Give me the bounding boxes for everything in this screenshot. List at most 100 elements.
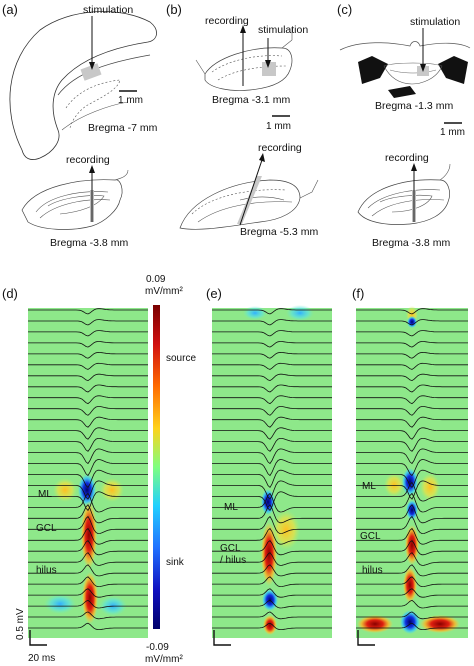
brain-outline (9, 11, 157, 160)
lfp-trace (212, 351, 332, 359)
lfp-trace (356, 588, 468, 598)
lfp-trace (28, 576, 148, 588)
lfp-trace (212, 599, 332, 609)
colorbar: 0.09 mV/mm² source sink -0.09 mV/mm² (145, 274, 196, 665)
lfp-trace (28, 384, 148, 393)
panel-d: (d) ML GCL hilus 0.5 mV 20 ms (2, 286, 148, 664)
arrow-c-rec (411, 163, 417, 171)
lfp-trace (212, 504, 332, 524)
stim-label-c: stimulation (410, 16, 460, 28)
arrow-b-stim (265, 60, 271, 68)
lfp-trace (212, 492, 332, 513)
lfp-trace (28, 480, 148, 500)
scale-bar-e (213, 630, 231, 646)
scale-label-b: 1 mm (266, 121, 291, 132)
lfp-trace (356, 448, 468, 465)
lfp-trace (356, 492, 468, 513)
lfp-trace (212, 576, 332, 588)
lfp-trace (212, 416, 332, 428)
corpus-line (57, 54, 151, 96)
lfp-trace (356, 341, 468, 348)
lfp-trace (356, 406, 468, 416)
lfp-trace (28, 492, 148, 513)
lfp-trace (212, 588, 332, 598)
lfp-trace (212, 491, 332, 512)
lfp-trace (212, 564, 332, 577)
lfp-trace (28, 406, 148, 416)
lfp-trace (212, 527, 332, 545)
stim-site-b (262, 62, 276, 76)
panel-d-label: (d) (2, 286, 18, 301)
lfp-trace (212, 459, 332, 477)
cbar-source: source (166, 353, 196, 364)
lfp-trace (28, 588, 148, 598)
lfp-trace (356, 540, 468, 556)
lfp-trace (28, 552, 148, 566)
lfp-trace (212, 319, 332, 326)
bregma-b-bottom: Bregma -5.3 mm (240, 226, 318, 238)
lfp-trace (356, 564, 468, 577)
lfp-trace (28, 540, 148, 556)
ventricle-left (358, 56, 388, 84)
lfp-trace (356, 308, 468, 315)
scale-v-d: 0.5 mV (15, 608, 26, 640)
sink-d (78, 474, 96, 506)
lfp-trace (356, 427, 468, 440)
lfp-trace (356, 622, 468, 630)
hippocampus-section-b (179, 176, 319, 230)
panel-a: (a) stimulation 1 mm Bregma -7 mm record… (2, 2, 158, 249)
cbar-max-value: 0.09 (146, 274, 166, 285)
rec-label-b2: recording (258, 142, 302, 154)
source-d-1 (81, 501, 97, 569)
layer-f-gcl: GCL (360, 531, 381, 542)
lfp-trace (356, 481, 468, 502)
layer-e-gcl: GCL (220, 543, 241, 554)
traces-f (356, 308, 468, 630)
scale-t-d: 20 ms (28, 653, 55, 664)
lfp-trace (356, 395, 468, 405)
lfp-trace (356, 362, 468, 370)
arrow-a-rec (89, 165, 95, 173)
cbar-max-unit: mV/mm² (145, 286, 183, 297)
bregma-c-bottom: Bregma -3.8 mm (372, 237, 450, 249)
lfp-trace (28, 564, 148, 577)
lfp-trace (28, 448, 148, 465)
lfp-trace (212, 373, 332, 382)
lfp-trace (356, 384, 468, 393)
lfp-trace (356, 438, 468, 452)
panel-f: (f) ML GCL hilus (352, 286, 468, 646)
ventricle-right (438, 56, 468, 84)
lfp-trace (28, 416, 148, 428)
lfp-trace (356, 319, 468, 326)
traces-e (212, 308, 332, 630)
panel-b: (b) recording stimulation Bregma -3.1 mm… (166, 2, 318, 238)
lfp-trace (28, 308, 148, 315)
stim-label-a: stimulation (83, 4, 133, 16)
hippocampus-section-c (357, 163, 451, 225)
lfp-trace (356, 480, 468, 500)
lfp-trace (356, 552, 468, 566)
source-d-2 (82, 572, 98, 624)
lfp-trace (356, 576, 468, 588)
lfp-trace (212, 395, 332, 405)
lfp-trace (28, 362, 148, 370)
stim-site-a (80, 63, 102, 81)
source-f-2 (403, 567, 417, 603)
lfp-trace (28, 469, 148, 489)
lfp-trace (28, 527, 148, 545)
lfp-trace (356, 373, 468, 382)
panel-e: (e) ML GCL / hilus (206, 286, 332, 646)
panel-f-label: (f) (352, 286, 364, 301)
lfp-trace (212, 540, 332, 556)
lfp-trace (28, 438, 148, 452)
lfp-trace (212, 552, 332, 566)
cbar-min-value: -0.09 (146, 642, 169, 653)
lfp-trace (28, 351, 148, 359)
layer-d-gcl: GCL (36, 523, 57, 534)
source-e-1 (261, 522, 277, 586)
lfp-trace (28, 341, 148, 348)
lfp-trace (28, 330, 148, 337)
lfp-trace (212, 330, 332, 337)
lfp-trace (28, 504, 148, 524)
lfp-trace (356, 459, 468, 477)
